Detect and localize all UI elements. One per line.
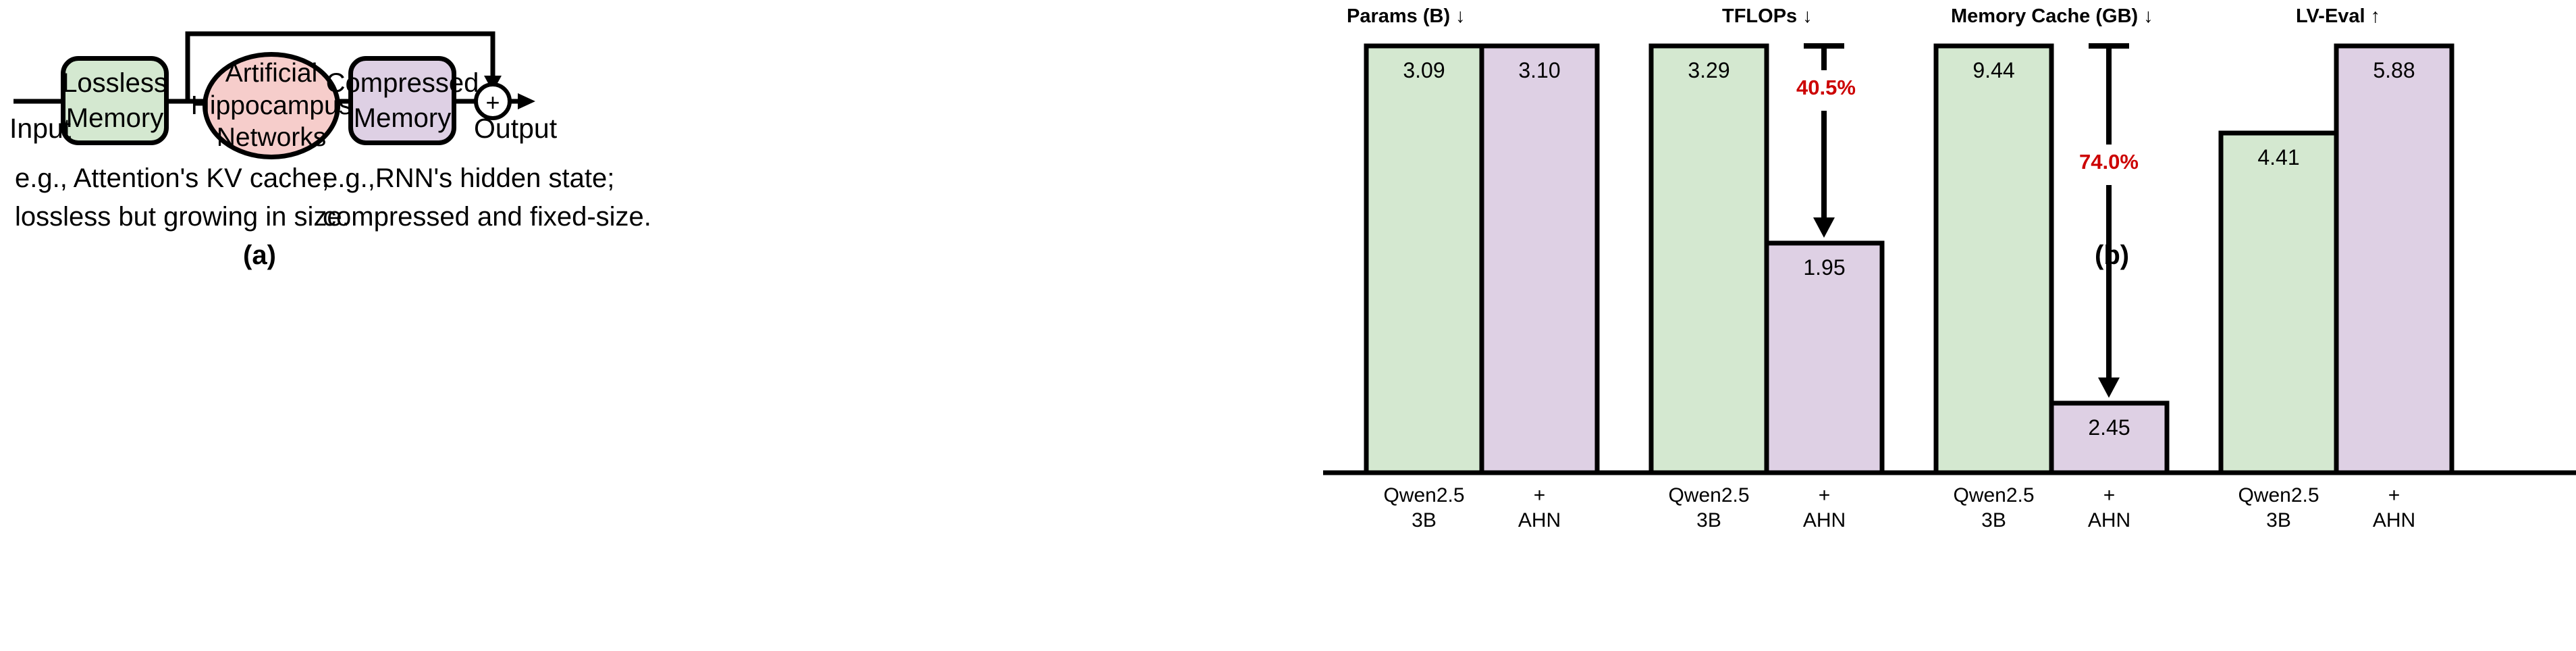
node-compressed-memory: Compressed Memory [326,56,479,145]
x-tick-label-3-1: + AHN [2372,484,2416,531]
bar-value-3-1: 5.88 [2373,58,2415,82]
bar-3-0 [2218,130,2339,475]
group-title-3: LV-Eval ↑ [2296,5,2381,27]
bar-value-3-0: 4.41 [2257,145,2300,170]
node-ahn-line2: Hippocampus [190,90,352,120]
skip-connection-wire [185,31,495,101]
x-tick-label-3-0: Qwen2.5 3B [2238,484,2319,531]
annotation-arrows-layer [1804,43,2129,398]
bar-0-0 [1364,43,1484,475]
annotation-arrowhead-1 [1813,217,1835,238]
node-lossless-memory: Lossless Memory [61,56,169,145]
bar-value-1-1: 1.95 [1803,255,1846,280]
annotation-arrowhead-2 [2098,377,2120,398]
sum-plus-symbol: + [485,88,500,116]
x-tick-label-1-1: + AHN [1802,484,1846,531]
x-tick-label-2-0: Qwen2.5 3B [1953,484,2035,531]
bar-value-2-1: 2.45 [2088,415,2130,440]
x-tick-label-2-1: + AHN [2087,484,2131,531]
group-title-0: Params (B) ↓ [1347,5,1466,27]
node-lossless-memory-line2: Memory [65,103,164,133]
node-artificial-hippocampus-networks: Artificial Hippocampus Networks [191,52,352,159]
bar-1-0 [1648,43,1769,475]
bars-layer [1364,43,2454,475]
diagram-connectors [14,31,535,120]
node-ahn-line3: Networks [216,123,327,153]
bar-2-0 [1933,43,2054,475]
panel-a-diagram: Lossless Memory Artificial Hippocampus N… [9,31,651,270]
input-label: Input [9,113,72,144]
caption-compressed-memory: e.g.,RNN's hidden state; compressed and … [323,163,651,232]
node-compressed-memory-line1: Compressed [325,68,479,98]
caption-lossless-memory: e.g., Attention's KV cache; lossless but… [15,163,350,232]
group-title-1: TFLOPs ↓ [1722,5,1813,27]
bar-value-1-0: 3.29 [1688,58,1730,82]
node-lossless-memory-line1: Lossless [62,68,167,98]
reduction-percentage-2: 74.0% [2079,150,2139,174]
node-compressed-memory-line2: Memory [353,103,452,133]
bar-value-0-1: 3.10 [1518,58,1561,82]
bar-2-1 [2049,400,2170,475]
bar-value-0-0: 3.09 [1403,58,1445,82]
output-arrowhead [518,93,535,109]
panel-a-caption: (a) [243,240,276,270]
node-ahn-line1: Artificial [225,59,318,88]
panel-b-caption: (b) [2095,240,2130,270]
group-title-2: Memory Cache (GB) ↓ [1951,5,2153,27]
x-tick-label-0-0: Qwen2.5 3B [1383,484,1465,531]
x-tick-label-1-0: Qwen2.5 3B [1668,484,1750,531]
chart-canvas [1323,43,2576,475]
bar-value-2-0: 9.44 [1973,58,2015,82]
output-label: Output [474,113,558,144]
bar-3-1 [2334,43,2454,475]
reduction-percentage-1: 40.5% [1796,76,1856,99]
bar-0-1 [1479,43,1600,475]
x-tick-label-0-1: + AHN [1518,484,1561,531]
